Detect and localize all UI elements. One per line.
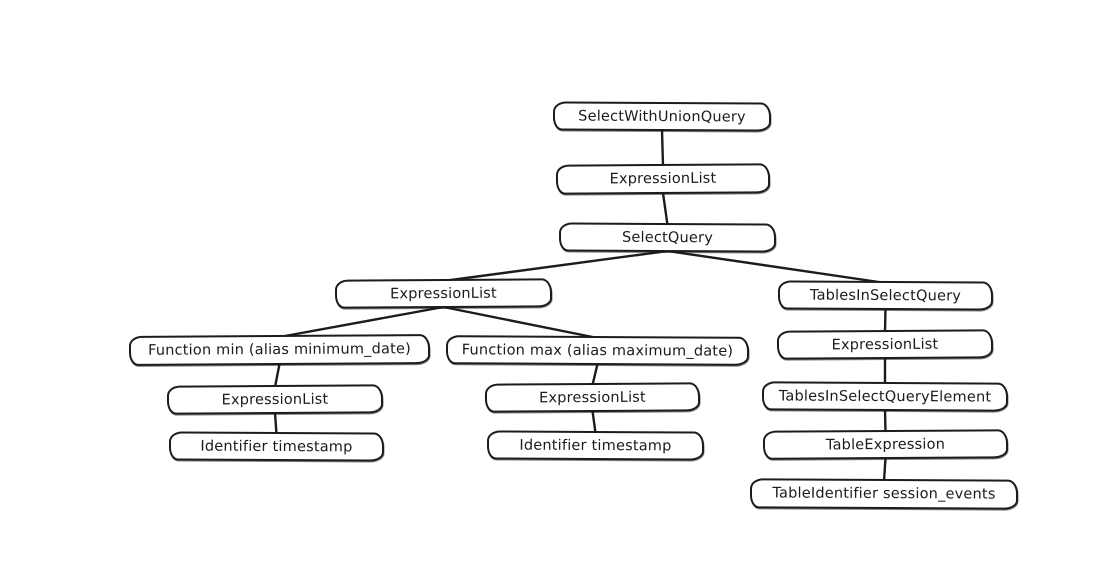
node-select-with-union-query: SelectWithUnionQuery [552, 101, 772, 132]
node-label: Identifier timestamp [200, 438, 353, 455]
tree-edge [666, 249, 887, 285]
node-identifier-timestamp-max: Identifier timestamp [486, 430, 705, 461]
node-label: TableExpression [825, 436, 946, 453]
node-label: ExpressionList [221, 391, 329, 408]
tree-edge [591, 409, 597, 435]
node-label: SelectWithUnionQuery [578, 108, 746, 125]
node-expression-list-min: ExpressionList [166, 384, 384, 415]
node-tables-in-select-query-element: TablesInSelectQueryElement [761, 381, 1009, 412]
tree-edge [591, 362, 599, 387]
node-label: SelectQuery [621, 229, 714, 246]
node-expression-list-max: ExpressionList [484, 382, 701, 413]
node-label: ExpressionList [609, 170, 717, 188]
node-label: ExpressionList [539, 389, 646, 406]
node-label: Function max (alias maximum_date) [461, 341, 734, 360]
node-label: Identifier timestamp [519, 437, 672, 454]
tree-edge [661, 191, 669, 227]
tree-edge [883, 307, 887, 334]
tree-edge [278, 305, 445, 339]
node-identifier-timestamp-min: Identifier timestamp [168, 431, 385, 462]
node-label: ExpressionList [831, 336, 939, 353]
node-expression-list-root: ExpressionList [555, 163, 771, 195]
node-table-identifier-session-events: TableIdentifier session_events [749, 478, 1019, 510]
node-tables-in-select-query: TablesInSelectQuery [777, 280, 994, 311]
node-function-min: Function min (alias minimum_date) [128, 334, 431, 366]
tree-edge [273, 411, 278, 436]
tree-edge [442, 305, 599, 340]
node-label: TablesInSelectQueryElement [778, 387, 992, 406]
node-expression-list-select: ExpressionList [334, 278, 553, 309]
tree-edge [882, 456, 887, 483]
node-table-expression: TableExpression [762, 429, 1009, 460]
node-label: ExpressionList [390, 285, 497, 302]
tree-edge [273, 362, 281, 389]
node-label: Function min (alias minimum_date) [148, 341, 411, 359]
node-label: TablesInSelectQuery [809, 287, 962, 304]
node-select-query: SelectQuery [558, 222, 777, 253]
tree-edge [660, 128, 665, 168]
node-expression-list-tables: ExpressionList [776, 329, 994, 360]
tree-edge [883, 408, 887, 434]
node-function-max: Function max (alias maximum_date) [445, 335, 750, 366]
tree-edge [442, 249, 669, 283]
node-label: TableIdentifier session_events [772, 485, 996, 503]
